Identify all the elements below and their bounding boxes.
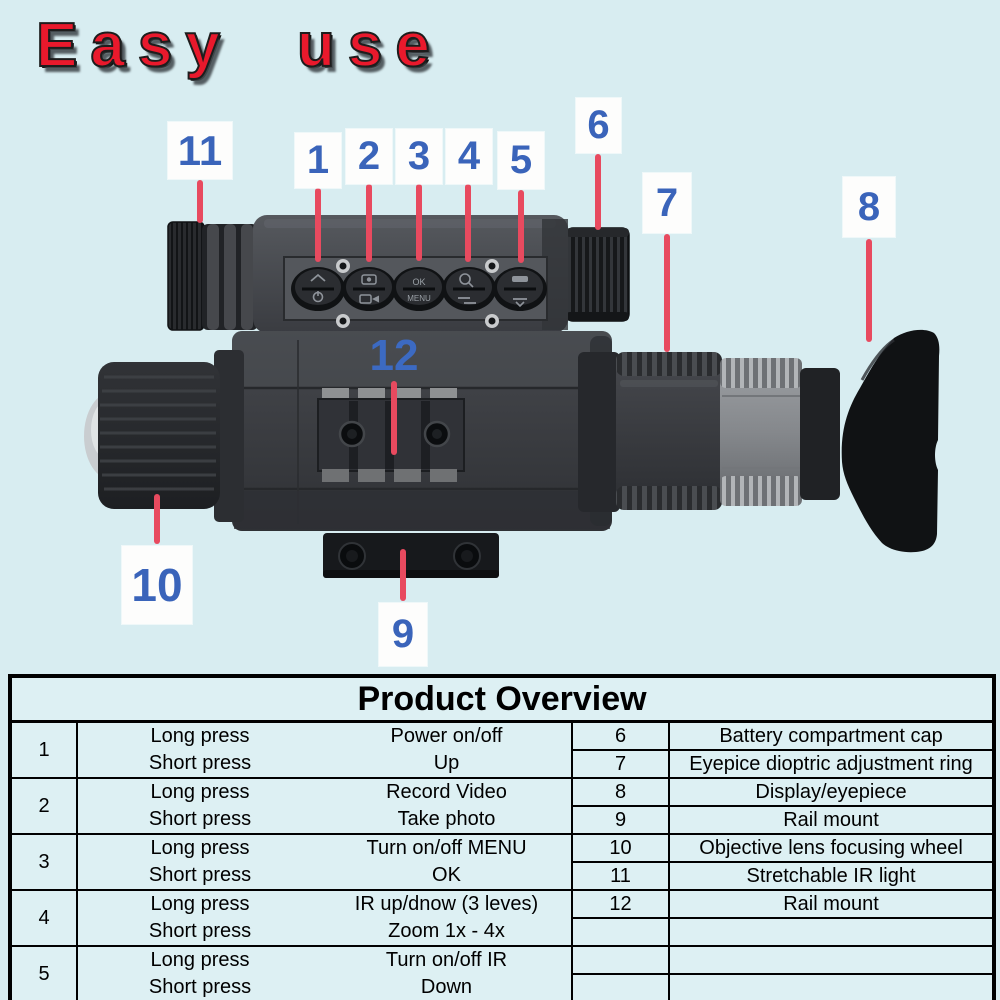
part-number-cell <box>571 945 670 974</box>
callout-line-8 <box>866 239 872 342</box>
function-cell: Up <box>433 752 460 774</box>
callout-label-10: 10 <box>122 546 192 624</box>
ok-label: OK <box>412 277 425 287</box>
part-number-cell <box>571 917 670 946</box>
button-panel: OK MENU <box>283 256 548 328</box>
callout-label-12: 12 <box>369 331 419 380</box>
battery-cap <box>558 227 630 322</box>
press-type-cell: Short press <box>148 976 252 998</box>
press-type-cell: Long press <box>77 720 322 750</box>
part-desc-cell: Eyepice dioptric adjustment ring <box>669 749 995 778</box>
function-cell: Power on/off <box>322 720 572 750</box>
callout-label-4: 4 <box>446 129 492 184</box>
callout-line-2 <box>366 184 372 262</box>
part-desc-cell <box>669 945 995 974</box>
press-type-cell: Short press <box>148 864 252 886</box>
knurled-silver-ring <box>720 358 802 506</box>
part-desc-cell <box>669 917 995 946</box>
press-type-cell: Short press <box>148 752 252 774</box>
ir-down-button <box>493 267 547 311</box>
callout-line-3 <box>416 184 422 261</box>
part-number-cell: 7 <box>571 749 670 778</box>
part-number-cell <box>571 973 670 1000</box>
part-number-cell: 11 <box>571 861 670 890</box>
callout-line-12 <box>391 381 397 455</box>
function-cell: Turn on/off IR <box>322 945 572 974</box>
row-number-3: 3 <box>10 833 78 890</box>
menu-label: MENU <box>407 294 431 303</box>
callout-label-5: 5 <box>498 132 544 189</box>
function-cell: Record Video <box>322 777 572 806</box>
press-type-cell: Long press <box>77 945 322 974</box>
press-type-cell: Long press <box>77 833 322 862</box>
product-overview-table: Product Overview 1 Long press Power on/o… <box>8 674 997 1000</box>
callout-label-7: 7 <box>643 173 691 233</box>
part-number-cell: 6 <box>571 720 670 750</box>
photo-video-button <box>342 267 396 311</box>
part-number-cell: 12 <box>571 889 670 918</box>
page-title: Easy use <box>35 10 443 81</box>
callout-label-8: 8 <box>843 177 895 237</box>
part-desc-cell: Rail mount <box>669 889 995 918</box>
power-up-button <box>291 267 345 311</box>
zoom-ir-button <box>442 267 496 311</box>
callout-label-11: 11 <box>168 122 232 179</box>
eyecup <box>841 329 940 553</box>
part-desc-cell <box>669 973 995 1000</box>
part-number-cell: 8 <box>571 777 670 806</box>
function-cell: IR up/dnow (3 leves) <box>322 889 572 918</box>
press-type-cell: Long press <box>77 889 322 918</box>
part-number-cell: 10 <box>571 833 670 862</box>
callout-line-5 <box>518 190 524 263</box>
callout-label-9: 9 <box>379 603 427 666</box>
function-cell: Down <box>420 976 473 998</box>
function-cell: Take photo <box>397 808 496 830</box>
press-type-cell: Short press <box>148 808 252 830</box>
part-desc-cell: Stretchable IR light <box>669 861 995 890</box>
table-title: Product Overview <box>10 676 995 723</box>
panel-screws <box>336 259 499 328</box>
device-illustration: OK MENU <box>84 215 940 578</box>
row-number-2: 2 <box>10 777 78 834</box>
callout-line-7 <box>664 234 670 352</box>
press-type-cell: Long press <box>77 777 322 806</box>
part-desc-cell: Display/eyepiece <box>669 777 995 806</box>
upper-housing: OK MENU <box>253 215 568 333</box>
callout-line-1 <box>315 188 321 262</box>
eyepiece-assembly <box>578 329 940 553</box>
callout-label-1: 1 <box>295 133 341 188</box>
dioptric-ring <box>616 352 722 510</box>
part-desc-cell: Objective lens focusing wheel <box>669 833 995 862</box>
part-desc-cell: Rail mount <box>669 805 995 834</box>
callout-label-6: 6 <box>576 98 621 153</box>
function-cell: Turn on/off MENU <box>322 833 572 862</box>
callout-line-6 <box>595 154 601 230</box>
ir-light <box>167 221 258 331</box>
callout-line-10 <box>154 494 160 544</box>
press-type-cell: Short press <box>148 920 252 942</box>
part-number-cell: 9 <box>571 805 670 834</box>
row-number-1: 1 <box>10 720 78 778</box>
callout-line-9 <box>400 549 406 601</box>
function-cell: Zoom 1x - 4x <box>388 920 505 942</box>
callout-label-2: 2 <box>346 129 392 184</box>
bottom-rail-mount <box>323 533 499 578</box>
part-desc-cell: Battery compartment cap <box>669 720 995 750</box>
objective-focus-wheel <box>84 350 244 522</box>
callout-label-3: 3 <box>396 129 442 184</box>
ok-menu-button: OK MENU <box>392 267 446 311</box>
function-cell: OK <box>432 864 461 886</box>
callout-line-11 <box>197 180 203 223</box>
callout-line-4 <box>465 184 471 262</box>
row-number-5: 5 <box>10 945 78 1000</box>
row-number-4: 4 <box>10 889 78 946</box>
